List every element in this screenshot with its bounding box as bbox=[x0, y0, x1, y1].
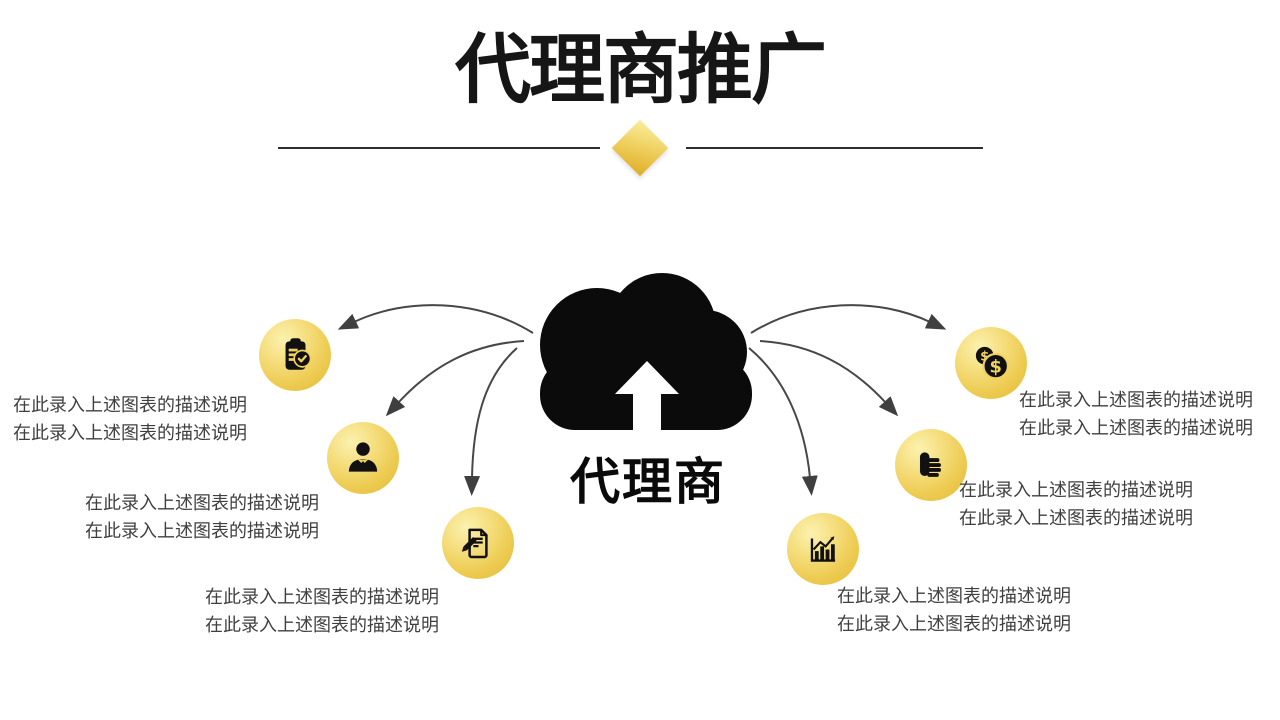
cloud-upload-icon bbox=[540, 273, 752, 431]
arrow-to-clipboard bbox=[337, 304, 534, 334]
node-badge-document bbox=[442, 507, 514, 579]
description-line: 在此录入上述图表的描述说明 bbox=[205, 587, 439, 607]
businessman-icon bbox=[348, 442, 378, 472]
clipboard-check-icon bbox=[285, 338, 312, 370]
description-line: 在此录入上述图表的描述说明 bbox=[837, 586, 1071, 606]
dollar-coins-icon: $ $ bbox=[975, 346, 1009, 380]
svg-text:$: $ bbox=[980, 349, 989, 364]
desc-block-person: 在此录入上述图表的描述说明 在此录入上述图表的描述说明 bbox=[85, 489, 319, 545]
svg-text:$: $ bbox=[990, 356, 1002, 377]
desc-block-money: 在此录入上述图表的描述说明 在此录入上述图表的描述说明 bbox=[1019, 386, 1253, 442]
node-badge-approval bbox=[895, 429, 967, 501]
upload-arrow-cutout bbox=[615, 361, 679, 431]
divider-line-left bbox=[278, 147, 600, 149]
node-badge-person bbox=[327, 422, 399, 494]
node-badge-growth bbox=[787, 513, 859, 585]
description-line: 在此录入上述图表的描述说明 bbox=[959, 480, 1193, 500]
slide-title: 代理商推广 bbox=[455, 28, 827, 113]
node-badge-clipboard bbox=[259, 319, 331, 391]
divider-line-right bbox=[686, 147, 983, 149]
arrow-to-person bbox=[385, 340, 525, 417]
center-label: 代理商 bbox=[570, 452, 726, 511]
description-line: 在此录入上述图表的描述说明 bbox=[837, 614, 1071, 634]
desc-block-growth: 在此录入上述图表的描述说明 在此录入上述图表的描述说明 bbox=[837, 582, 1071, 638]
description-line: 在此录入上述图表的描述说明 bbox=[205, 615, 439, 635]
desc-block-document: 在此录入上述图表的描述说明 在此录入上述图表的描述说明 bbox=[205, 583, 439, 639]
description-line: 在此录入上述图表的描述说明 bbox=[85, 493, 319, 513]
arrow-to-approval bbox=[759, 340, 899, 417]
spoke-arrows bbox=[337, 304, 947, 496]
desc-block-clipboard: 在此录入上述图表的描述说明 在此录入上述图表的描述说明 bbox=[13, 391, 247, 447]
description-line: 在此录入上述图表的描述说明 bbox=[85, 521, 319, 541]
description-line: 在此录入上述图表的描述说明 bbox=[13, 395, 247, 415]
description-line: 在此录入上述图表的描述说明 bbox=[959, 508, 1193, 528]
arrow-to-money bbox=[750, 304, 947, 334]
arrow-to-document bbox=[464, 347, 518, 496]
description-line: 在此录入上述图表的描述说明 bbox=[13, 423, 247, 443]
node-badge-money: $ $ bbox=[955, 327, 1027, 399]
desc-block-approval: 在此录入上述图表的描述说明 在此录入上述图表的描述说明 bbox=[959, 476, 1193, 532]
description-line: 在此录入上述图表的描述说明 bbox=[1019, 390, 1253, 410]
arrow-to-growth bbox=[748, 347, 818, 496]
description-line: 在此录入上述图表的描述说明 bbox=[1019, 418, 1253, 438]
thumbs-up-icon bbox=[919, 452, 941, 477]
document-edit-icon bbox=[461, 528, 488, 559]
bar-chart-icon bbox=[810, 536, 836, 562]
